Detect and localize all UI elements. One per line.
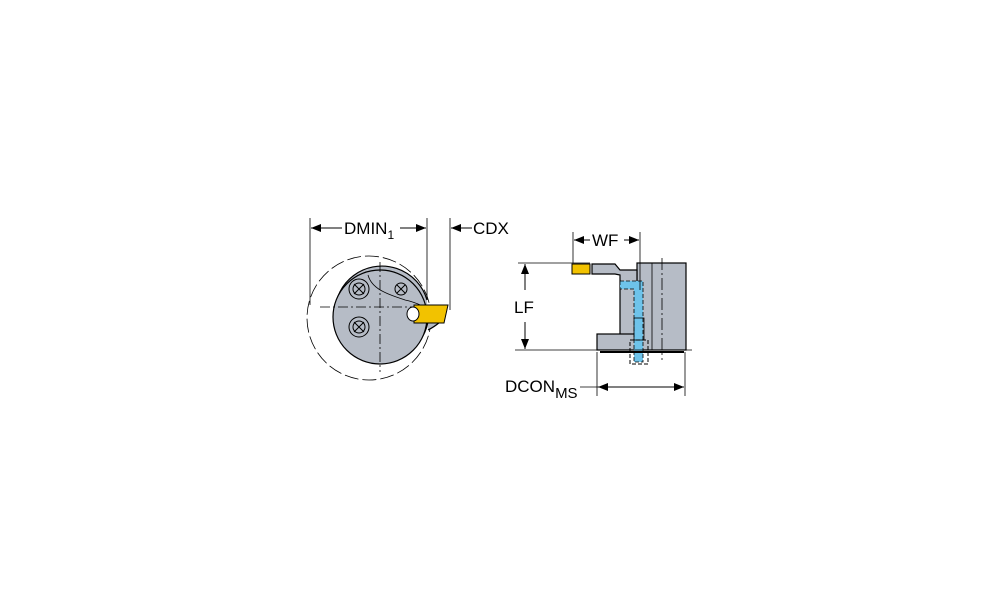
dcon-label: DCONMS: [505, 377, 578, 402]
cdx-label: CDX: [473, 219, 509, 238]
base-flange: [596, 333, 638, 351]
coolant-channel: [619, 280, 644, 363]
side-view: LF WF DCONMS: [505, 231, 692, 402]
wf-label: WF: [592, 231, 618, 250]
lf-label: LF: [514, 298, 534, 317]
holder-body: [636, 262, 687, 351]
dmin-label: DMIN1: [344, 219, 394, 242]
screw-icon: [348, 316, 370, 338]
insert: [571, 263, 591, 275]
blade-arm: [591, 263, 638, 336]
screw-icon: [394, 282, 408, 296]
front-view: DMIN1 CDX: [306, 218, 509, 381]
screw-icon: [348, 278, 370, 300]
